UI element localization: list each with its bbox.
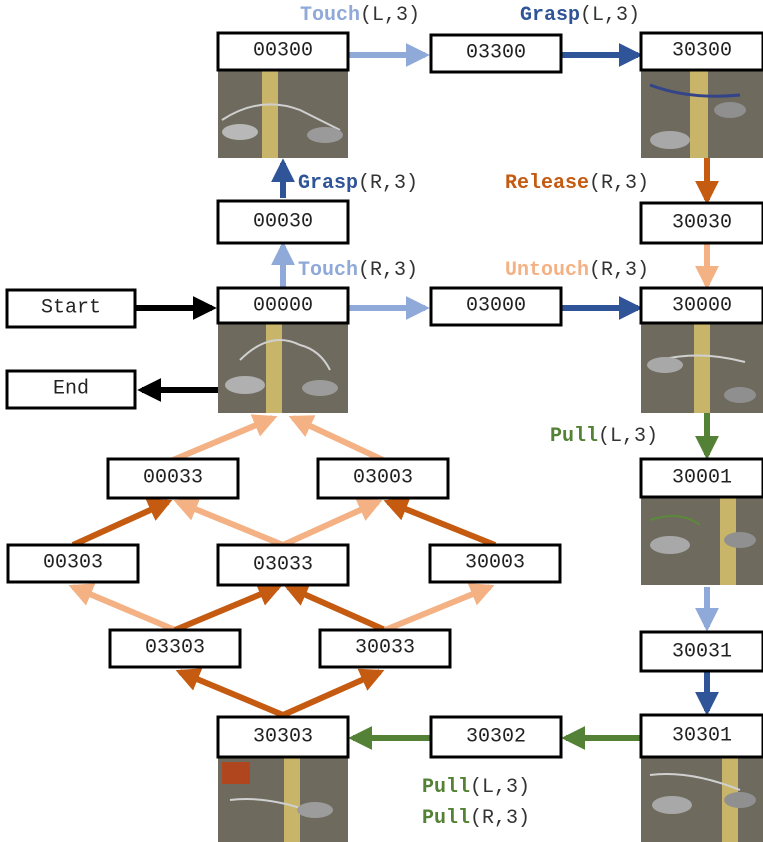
photo-30301 bbox=[641, 757, 763, 842]
state-30030: 30030 bbox=[639, 201, 763, 245]
label-pull-l-bottom: Pull(L,3) bbox=[422, 776, 530, 799]
state-start: Start bbox=[5, 288, 137, 329]
state-30000: 30000 bbox=[639, 286, 763, 325]
label-grasp-r: Grasp(R,3) bbox=[298, 172, 418, 195]
edge-03303-00303 bbox=[68, 583, 177, 633]
edge-03303-03033 bbox=[173, 583, 283, 633]
svg-text:03003: 03003 bbox=[353, 467, 413, 490]
svg-text:03033: 03033 bbox=[253, 554, 313, 577]
svg-text:30031: 30031 bbox=[672, 641, 732, 664]
edge-30303-30033 bbox=[281, 668, 385, 718]
photo-00300 bbox=[218, 70, 348, 158]
svg-text:03000: 03000 bbox=[466, 295, 526, 318]
state-00033: 00033 bbox=[106, 457, 240, 500]
state-end: End bbox=[5, 369, 137, 410]
state-00000: 00000 bbox=[216, 286, 350, 325]
svg-text:30003: 30003 bbox=[465, 552, 525, 575]
photo-00000 bbox=[218, 323, 348, 413]
label-release-r: Release(R,3) bbox=[505, 172, 649, 195]
edge-00303-00033 bbox=[71, 498, 173, 548]
label-touch-r: Touch(R,3) bbox=[298, 259, 418, 282]
svg-text:End: End bbox=[53, 378, 89, 401]
svg-text:03303: 03303 bbox=[145, 637, 205, 660]
label-grasp-l: Grasp(L,3) bbox=[520, 4, 640, 27]
photo-30300 bbox=[641, 70, 763, 158]
svg-text:30033: 30033 bbox=[355, 637, 415, 660]
state-30001: 30001 bbox=[639, 457, 763, 499]
state-03300: 03300 bbox=[429, 33, 563, 74]
edge-30003-03003 bbox=[383, 498, 497, 548]
edge-03033-00033 bbox=[173, 498, 285, 548]
state-03000: 03000 bbox=[429, 286, 563, 327]
transition-labels: Touch(L,3) Grasp(L,3) Grasp(R,3) Release… bbox=[298, 4, 658, 830]
svg-text:03300: 03300 bbox=[466, 42, 526, 65]
svg-text:00033: 00033 bbox=[143, 467, 203, 490]
state-30031: 30031 bbox=[639, 630, 763, 673]
svg-text:30302: 30302 bbox=[466, 726, 526, 749]
svg-text:30300: 30300 bbox=[672, 40, 732, 63]
state-30300: 30300 bbox=[639, 31, 763, 72]
edge-30033-03033 bbox=[283, 583, 387, 633]
photo-30001 bbox=[641, 497, 763, 585]
label-untouch-r: Untouch(R,3) bbox=[505, 259, 649, 282]
edge-03003-00000 bbox=[288, 415, 385, 463]
state-03303: 03303 bbox=[108, 628, 242, 669]
state-00300: 00300 bbox=[216, 31, 350, 72]
photo-30303 bbox=[218, 757, 348, 842]
state-00303: 00303 bbox=[6, 543, 140, 584]
edge-30303-03303 bbox=[175, 668, 285, 718]
svg-text:30303: 30303 bbox=[253, 726, 313, 749]
edge-30033-30003 bbox=[383, 583, 495, 633]
svg-text:30030: 30030 bbox=[672, 212, 732, 235]
svg-text:00303: 00303 bbox=[43, 552, 103, 575]
state-30033: 30033 bbox=[318, 628, 452, 669]
label-pull-r-bottom: Pull(R,3) bbox=[422, 807, 530, 830]
photo-30000 bbox=[641, 323, 763, 413]
label-touch-l: Touch(L,3) bbox=[300, 4, 420, 27]
label-pull-l-right: Pull(L,3) bbox=[550, 425, 658, 448]
svg-text:Start: Start bbox=[41, 297, 101, 320]
svg-text:00000: 00000 bbox=[253, 295, 313, 318]
edge-03033-03003 bbox=[281, 498, 383, 548]
state-30303: 30303 bbox=[216, 715, 350, 759]
edges bbox=[68, 43, 719, 750]
svg-text:00030: 00030 bbox=[253, 211, 313, 234]
state-boxes: Start End 00300 03300 30300 00030 30030 … bbox=[5, 31, 763, 759]
state-03033: 03033 bbox=[216, 543, 350, 587]
state-30302: 30302 bbox=[429, 715, 563, 759]
state-30003: 30003 bbox=[428, 543, 562, 584]
state-00030: 00030 bbox=[216, 199, 350, 245]
svg-text:00300: 00300 bbox=[253, 40, 313, 63]
svg-text:30301: 30301 bbox=[672, 725, 732, 748]
edge-00033-00000 bbox=[171, 414, 278, 463]
state-30301: 30301 bbox=[639, 713, 763, 759]
state-03003: 03003 bbox=[316, 457, 450, 500]
svg-text:30001: 30001 bbox=[672, 467, 732, 490]
svg-text:30000: 30000 bbox=[672, 295, 732, 318]
